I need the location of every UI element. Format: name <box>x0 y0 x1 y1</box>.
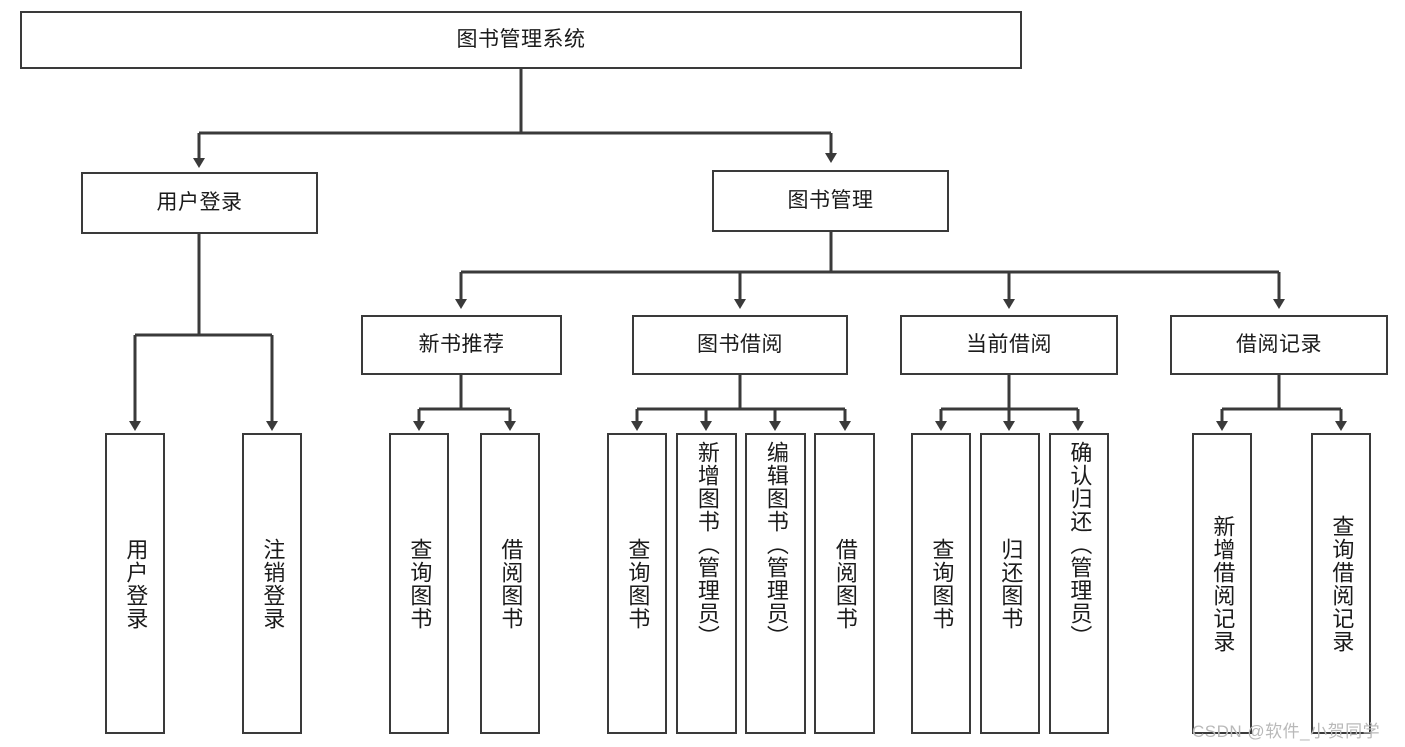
leaf-borrow-book-2-label: 借阅图书 <box>832 537 858 630</box>
leaf-query-book-3-label: 查询图书 <box>929 537 955 630</box>
leaf-add-book[interactable]: 新增图书（管理员） <box>676 433 737 734</box>
node-user-login[interactable]: 用户登录 <box>81 172 318 234</box>
leaf-return-book-label: 归还图书 <box>998 537 1024 630</box>
node-new-book-rec[interactable]: 新书推荐 <box>361 315 562 375</box>
leaf-confirm-return[interactable]: 确认归还（管理员） <box>1049 433 1109 734</box>
leaf-borrow-book-1[interactable]: 借阅图书 <box>480 433 540 734</box>
leaf-query-book-2-label: 查询图书 <box>625 537 651 630</box>
leaf-user-login[interactable]: 用户登录 <box>105 433 165 734</box>
leaf-edit-book-label: 编辑图书（管理员） <box>763 441 789 648</box>
leaf-user-logout-label: 注销登录 <box>260 537 286 630</box>
leaf-query-book-1[interactable]: 查询图书 <box>389 433 449 734</box>
node-book-borrow-label: 图书借阅 <box>697 333 783 357</box>
leaf-user-logout[interactable]: 注销登录 <box>242 433 302 734</box>
node-user-login-label: 用户登录 <box>156 191 243 215</box>
leaf-return-book[interactable]: 归还图书 <box>980 433 1040 734</box>
leaf-query-book-1-label: 查询图书 <box>407 537 433 630</box>
leaf-edit-book[interactable]: 编辑图书（管理员） <box>745 433 806 734</box>
node-root[interactable]: 图书管理系统 <box>20 11 1022 69</box>
leaf-query-record-label: 查询借阅记录 <box>1329 514 1355 653</box>
node-root-label: 图书管理系统 <box>456 28 586 52</box>
node-book-manage[interactable]: 图书管理 <box>712 170 949 232</box>
leaf-add-book-label: 新增图书（管理员） <box>694 441 720 648</box>
leaf-query-book-2[interactable]: 查询图书 <box>607 433 667 734</box>
node-book-borrow[interactable]: 图书借阅 <box>632 315 848 375</box>
leaf-confirm-return-label: 确认归还（管理员） <box>1067 441 1093 648</box>
node-current-borrow[interactable]: 当前借阅 <box>900 315 1118 375</box>
leaf-borrow-book-2[interactable]: 借阅图书 <box>814 433 875 734</box>
node-new-book-rec-label: 新书推荐 <box>418 333 505 357</box>
leaf-add-record-label: 新增借阅记录 <box>1210 514 1236 653</box>
leaf-borrow-book-1-label: 借阅图书 <box>498 537 524 630</box>
leaf-add-record[interactable]: 新增借阅记录 <box>1192 433 1252 734</box>
leaf-query-record[interactable]: 查询借阅记录 <box>1311 433 1371 734</box>
leaf-query-book-3[interactable]: 查询图书 <box>911 433 971 734</box>
node-borrow-record[interactable]: 借阅记录 <box>1170 315 1388 375</box>
node-borrow-record-label: 借阅记录 <box>1236 333 1322 357</box>
leaf-user-login-label: 用户登录 <box>123 537 149 630</box>
node-current-borrow-label: 当前借阅 <box>966 333 1052 357</box>
node-book-manage-label: 图书管理 <box>787 189 874 213</box>
